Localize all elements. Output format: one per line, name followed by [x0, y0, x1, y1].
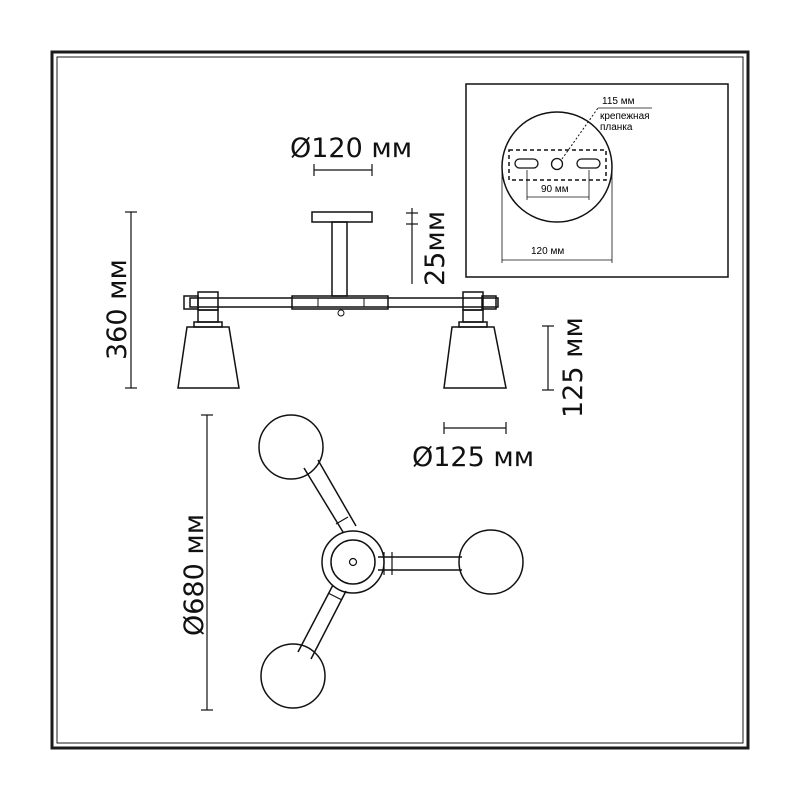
mounting-slot-left — [514, 158, 539, 169]
canopy-depth-label: 25мм — [420, 211, 451, 286]
hub-center — [348, 557, 358, 567]
hole-spacing-label: 90 мм — [541, 184, 569, 195]
shade-top-upper-left — [258, 414, 324, 480]
joint-right — [383, 552, 393, 575]
shade-diameter-label: Ø125 мм — [412, 442, 534, 473]
hub-outer — [321, 530, 385, 594]
hub-bottom-screw — [337, 309, 345, 317]
right-arm-end — [481, 295, 497, 310]
total-diameter-label: Ø680 мм — [179, 514, 210, 636]
shade-height-label: 125 мм — [558, 317, 589, 418]
canopy-diameter-label: Ø120 мм — [290, 133, 412, 164]
bracket-size-label: 115 мм — [602, 96, 635, 107]
bracket-label-line2: планка — [600, 122, 633, 133]
bracket-leader-line — [561, 107, 599, 160]
center-hub-inner — [317, 297, 365, 308]
total-height-label: 360 мм — [102, 259, 133, 360]
down-rod — [331, 221, 348, 297]
joint-upper-left — [335, 516, 349, 525]
right-shade — [443, 326, 507, 389]
shade-top-lower-left — [260, 643, 326, 709]
inset-frame — [465, 83, 729, 278]
bracket-label-line1: крепежная — [600, 111, 650, 122]
hub-inner — [330, 539, 376, 585]
inner-frame — [56, 56, 744, 744]
arm-upper-left — [303, 459, 357, 533]
arm-right — [378, 556, 462, 571]
canopy-circle — [501, 111, 613, 223]
joint-lower-left — [327, 592, 343, 601]
right-socket — [462, 309, 484, 323]
mounting-bracket-inset: 115 мм крепежная планка 90 мм 120 мм — [465, 83, 729, 278]
canopy-width-label: 120 мм — [531, 246, 564, 257]
outer-frame — [50, 50, 750, 750]
top-view: Ø680 мм — [179, 414, 524, 711]
mounting-slot-right — [576, 158, 601, 169]
center-hub — [291, 295, 389, 310]
canopy-plate — [311, 211, 373, 223]
center-hole — [550, 157, 564, 171]
arm-lower-left — [297, 584, 347, 660]
side-view: Ø120 мм 25мм 360 мм 125 мм Ø125 мм — [102, 133, 589, 473]
mounting-bracket — [508, 149, 607, 181]
left-socket — [197, 309, 219, 323]
horizontal-arm — [189, 297, 499, 308]
left-shade — [177, 326, 240, 389]
shade-top-right — [458, 529, 524, 595]
